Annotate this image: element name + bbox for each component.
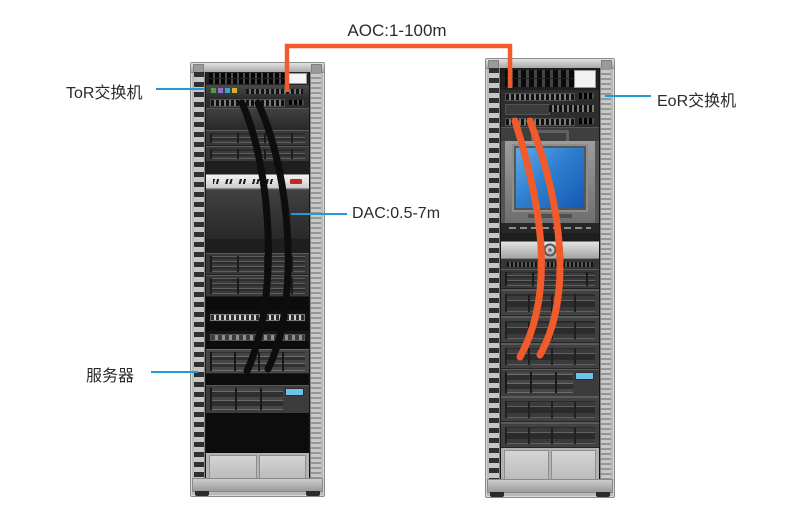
kvm-handle-panel [501,127,599,141]
blank-panel [206,374,309,385]
rack-interior [500,68,600,481]
eor-switch-ports [501,115,599,127]
rack-rail-left [489,68,500,481]
server-with-lcd [206,385,309,413]
server-unit-4 [206,275,309,297]
disk-server-4 [501,396,599,422]
kvm-monitor [501,141,599,223]
power-strip [206,174,309,189]
vent-panel [501,259,599,269]
blank-panel [206,108,309,130]
aoc-label: AOC:1-100m [347,21,447,40]
keyboard-tray [501,223,599,233]
rack-rail-right [600,68,611,481]
blank-panel [206,322,309,331]
cable-entry-panel [206,72,309,85]
storage-server [206,349,309,374]
rack-foot [306,491,320,496]
blank-panel [206,239,309,253]
disk-server-5 [501,422,599,448]
tor-pointer-line [156,88,204,90]
eor-pointer-line [605,95,651,97]
rack-foot [490,492,504,497]
rack-base [487,479,613,493]
console-drawer [501,241,599,259]
blank-covers [501,448,599,481]
disk-server-1 [501,289,599,316]
blank-covers [206,453,309,480]
server-unit-2 [206,146,309,162]
blank-panel [206,341,309,349]
patch-panel [206,311,309,322]
eor-switch [501,90,599,102]
tor-switch-label: ToR交换机 [66,85,143,102]
blank-panel [206,162,309,174]
server-label: 服务器 [86,368,135,385]
server-unit-3 [206,253,309,275]
rack-base [192,478,323,492]
rack-interior [205,72,310,480]
blank-panel [501,233,599,241]
server-with-lcd [501,369,599,396]
tor-rack [190,62,325,497]
disk-server-2 [501,316,599,343]
disk-server-3 [501,343,599,369]
eor-switch-label: EoR交换机 [657,93,737,110]
server-pointer-line [151,371,198,373]
tor-switch-ports [206,97,309,108]
server-unit-1 [206,130,309,146]
server-unit-1 [501,269,599,289]
patch-panel-top [501,68,599,90]
rack-rail-left [194,72,205,480]
eor-switch-line-card [501,102,599,115]
dac-label: DAC:0.5-7m [352,205,441,222]
rack-foot [195,491,209,496]
blank-panel [206,297,309,311]
tor-switch [206,85,309,97]
dac-pointer-line [291,213,347,215]
patch-panel-2 [206,331,309,341]
blank-panel [206,413,309,453]
eor-rack [485,58,615,498]
rack-foot [596,492,610,497]
rack-rail-right [310,72,321,480]
